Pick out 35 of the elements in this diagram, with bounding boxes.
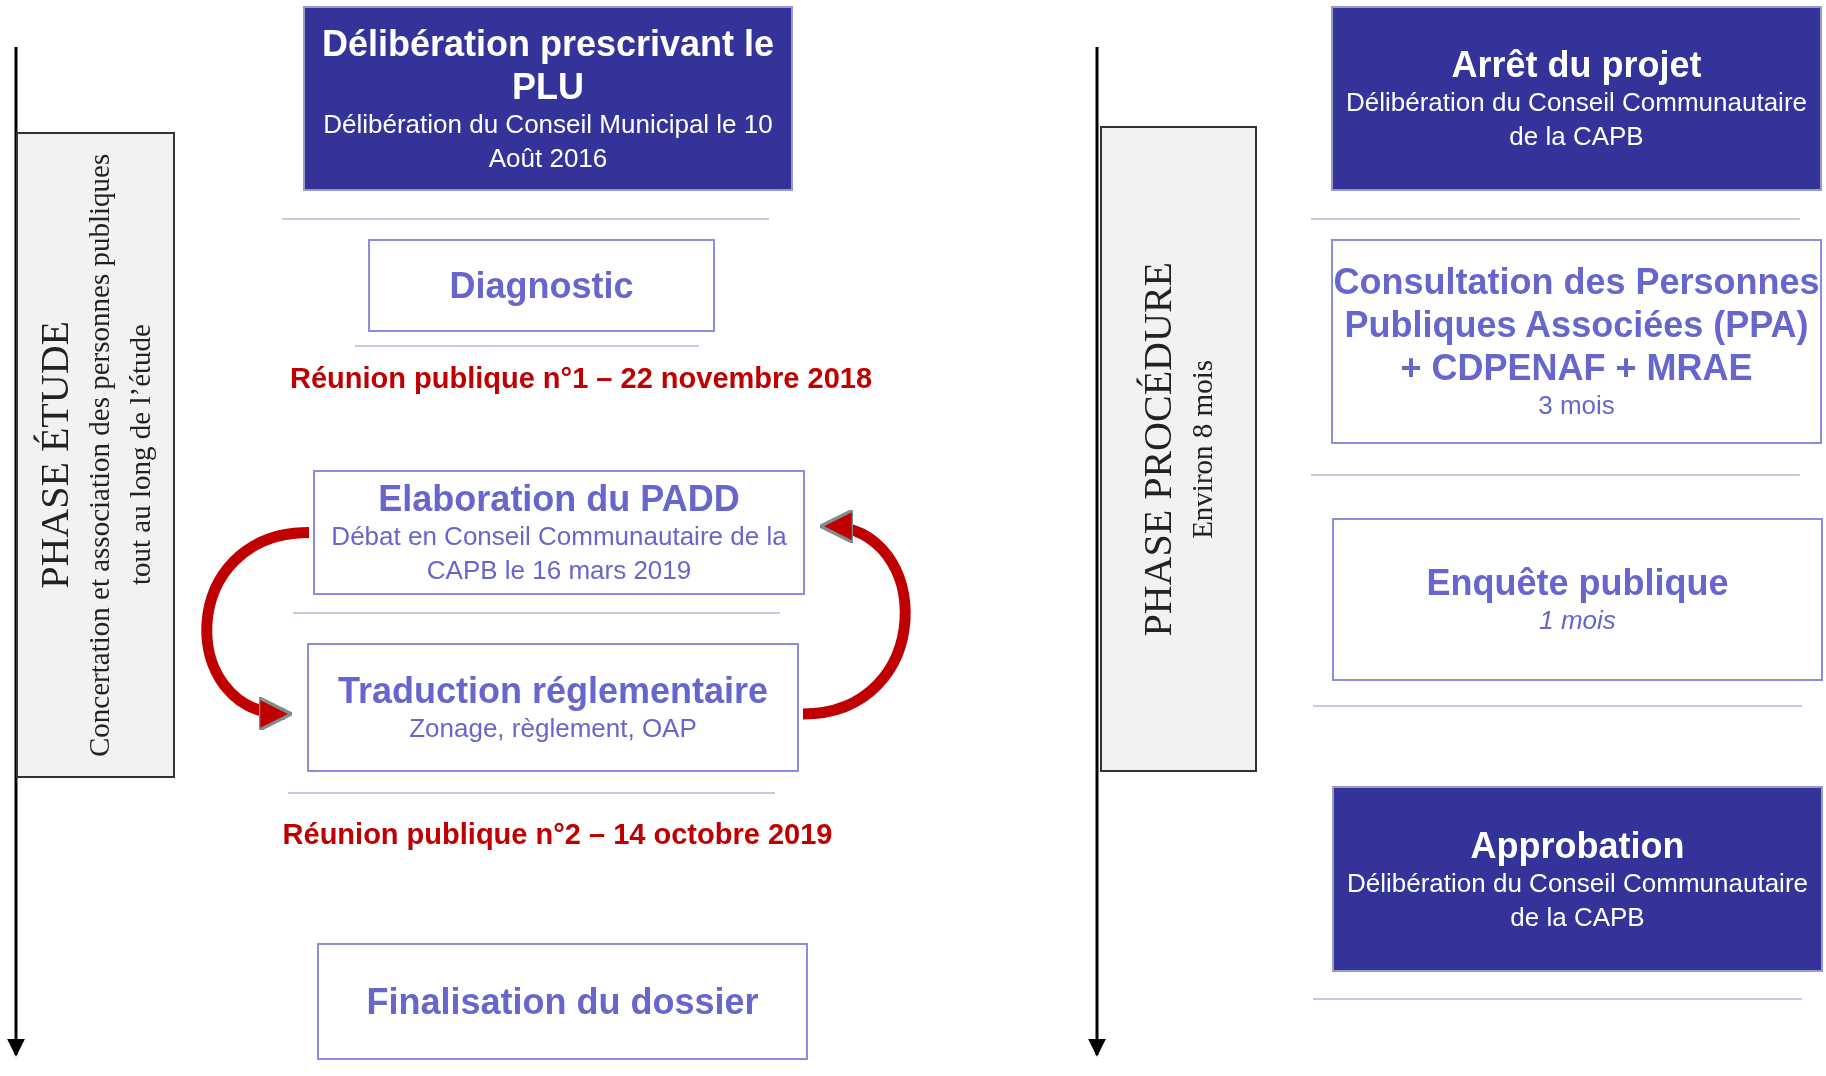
curved-arrow [201, 527, 310, 729]
step-box [317, 943, 808, 1060]
heading: Traduction réglementaire [337, 669, 769, 713]
subtitle: Environ 8 mois [1185, 359, 1220, 539]
subtitle: Délibération du Conseil Municipal le 10 Août 2016 [322, 107, 774, 175]
phase-band [16, 132, 175, 778]
subtitle: 1 mois [1539, 604, 1616, 638]
heading: Diagnostic [449, 263, 634, 308]
heading: Délibération prescrivant le PLU [320, 21, 776, 108]
subtitle: Concertation et association des personnes publiques tout au long de l’étude [81, 152, 157, 759]
curved-arrow [802, 512, 911, 720]
step-box [368, 239, 715, 332]
subtitle: 3 mois [1538, 389, 1615, 423]
meeting-note: Réunion publique n°2 – 14 octobre 2019 [281, 817, 834, 852]
heading: PHASE ÉTUDE [30, 321, 78, 589]
heading: Arrêt du projet [1451, 43, 1702, 87]
step-box [1331, 239, 1822, 444]
subtitle: Délibération du Conseil Communautaire de la CAPB [1346, 866, 1809, 934]
heading: Elaboration du PADD [378, 477, 740, 521]
milestone-box [303, 6, 793, 191]
heading: PHASE PROCÉDURE [1134, 261, 1182, 637]
heading: Enquête publique [1426, 561, 1729, 605]
subtitle: Délibération du Conseil Communautaire de la CAPB [1345, 86, 1808, 154]
step-box [313, 470, 805, 595]
step-box [307, 643, 799, 772]
heading: Finalisation du dossier [366, 979, 759, 1024]
meeting-note: Réunion publique n°1 – 22 novembre 2018 [288, 361, 874, 396]
subtitle: Zonage, règlement, OAP [409, 712, 697, 746]
phase-band [1100, 126, 1257, 772]
heading: Consultation des Personnes Publiques Associées (PPA) + CDPENAF + MRAE [1333, 259, 1820, 390]
milestone-box [1331, 6, 1822, 191]
subtitle: Débat en Conseil Communautaire de la CAPB le 16 mars 2019 [330, 520, 788, 588]
step-box [1332, 518, 1823, 681]
milestone-box [1332, 786, 1823, 972]
heading: Approbation [1470, 823, 1685, 867]
